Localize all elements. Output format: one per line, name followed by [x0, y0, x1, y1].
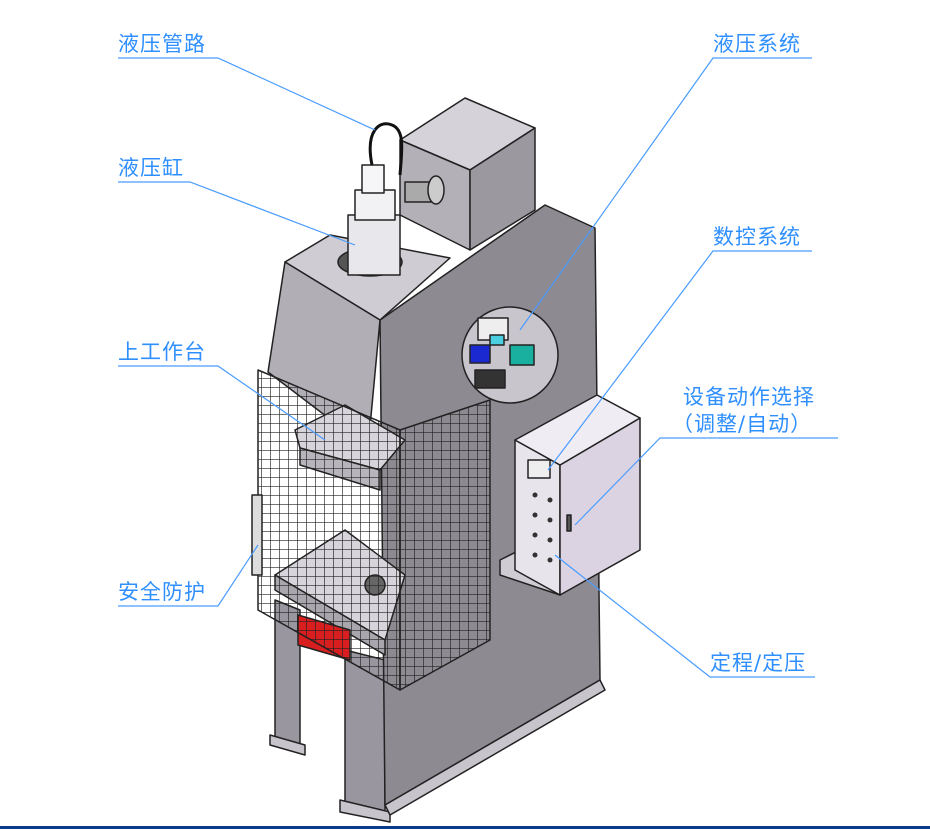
label-hydraulic-cylinder: 液压缸	[118, 156, 184, 180]
label-cnc-system: 数控系统	[713, 225, 801, 249]
label-upper-worktable: 上工作台	[118, 340, 206, 364]
cylinder	[347, 214, 401, 276]
label-action-select: 设备动作选择	[683, 385, 815, 409]
label-hydraulic-pipe: 液压管路	[118, 32, 206, 56]
safety-guard-right	[399, 399, 491, 691]
leader-lines	[118, 57, 838, 678]
label-stroke-pressure: 定程/定压	[710, 651, 807, 675]
bottom-rule	[0, 826, 930, 829]
label-action-select-mode: （调整/自动）	[672, 412, 813, 436]
label-safety-guard: 安全防护	[118, 580, 206, 604]
label-hydraulic-system: 液压系统	[713, 32, 801, 56]
